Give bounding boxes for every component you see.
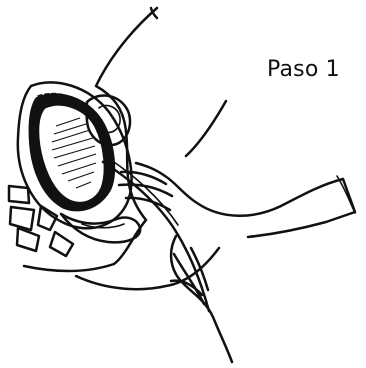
step-label: Paso 1	[267, 59, 340, 81]
body-outline	[24, 8, 157, 271]
upper-wrist	[248, 179, 355, 237]
sleeve-cuff	[337, 176, 355, 213]
thigh-outline	[186, 101, 226, 156]
